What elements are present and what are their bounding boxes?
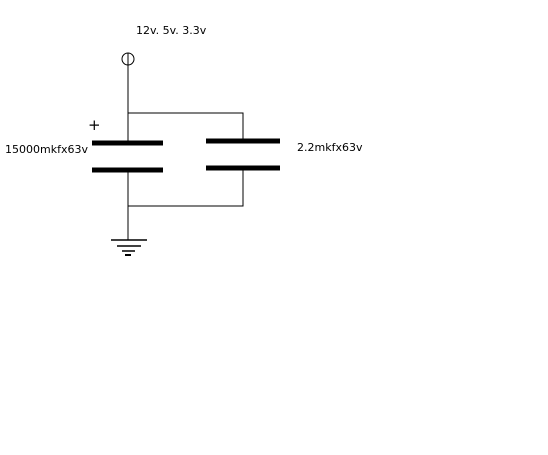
polarity-plus-mark: + [88,116,101,134]
ground-icon [111,239,147,256]
supply-voltage-label: 12v. 5v. 3.3v [136,24,207,37]
wire-bottom-rail [128,168,244,207]
capacitor-1-label: 15000mkfx63v [5,143,88,156]
wire-top-rail [128,112,244,141]
capacitor-2-label: 2.2mkfx63v [297,141,363,154]
